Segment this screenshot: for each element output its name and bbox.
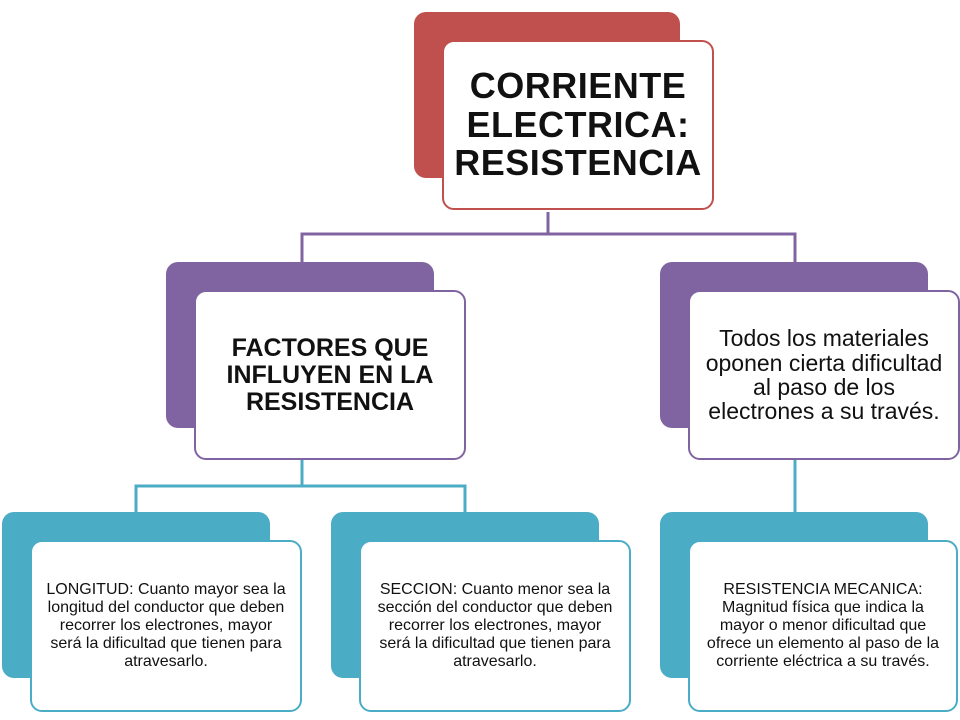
longitud-node-card: LONGITUD: Cuanto mayor sea la longitud d… [30,540,302,712]
root-title: CORRIENTE ELECTRICA: RESISTENCIA [454,64,702,184]
connector-factors-to-seccion [302,484,467,515]
factors-node-card: FACTORES QUE INFLUYEN EN LA RESISTENCIA [194,290,466,460]
longitud-text: LONGITUD: Cuanto mayor sea la longitud d… [46,581,286,670]
materials-node-card: Todos los materiales oponen cierta dific… [688,290,960,460]
connector-root-to-materials [548,232,797,265]
mecanica-node-card: RESISTENCIA MECANICA: Magnitud física qu… [688,540,958,712]
mecanica-text: RESISTENCIA MECANICA: Magnitud física qu… [706,581,940,670]
connector-factors-to-children [134,460,304,515]
seccion-text: SECCION: Cuanto menor sea la sección del… [377,581,613,670]
root-node-card: CORRIENTE ELECTRICA: RESISTENCIA [442,40,714,210]
materials-text: Todos los materiales oponen cierta dific… [705,325,943,425]
seccion-node-card: SECCION: Cuanto menor sea la sección del… [359,540,631,712]
factors-title: FACTORES QUE INFLUYEN EN LA RESISTENCIA [226,333,434,416]
connector-root-to-children [300,212,550,265]
